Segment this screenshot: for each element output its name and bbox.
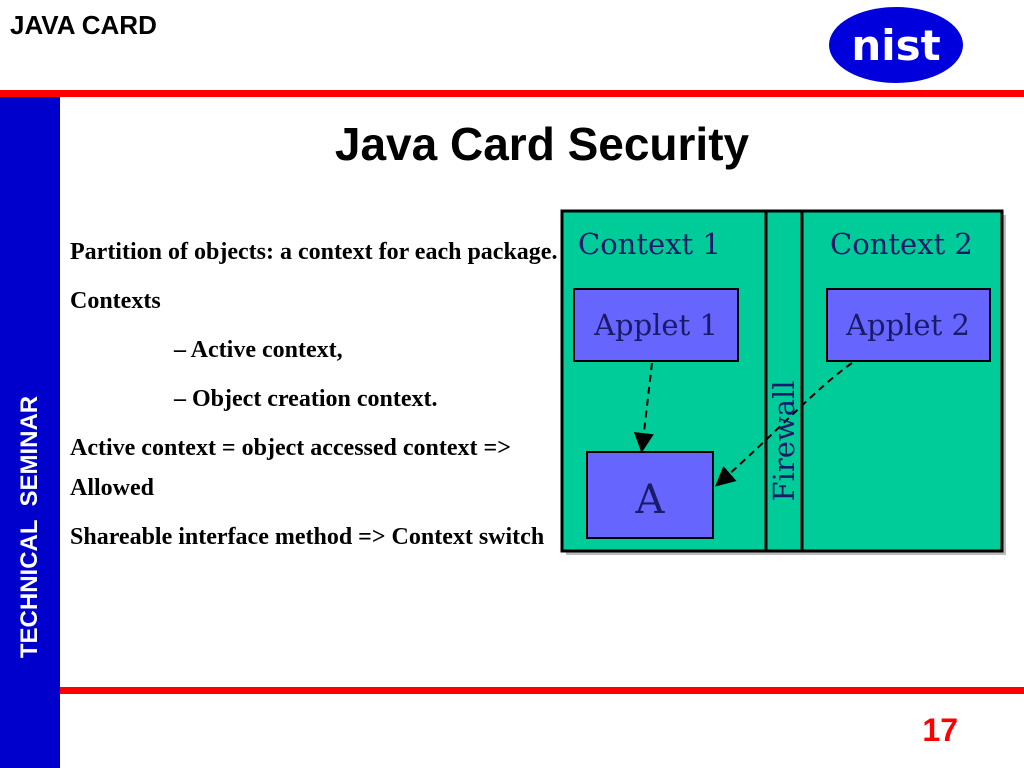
applet-1-box [573,288,739,362]
firewall-label: Firewall [767,380,801,501]
sidebar-label: TECHNICAL SEMINAR [16,395,43,659]
applet-2-box [826,288,991,362]
slide-body: Partition of objects: a context for each… [70,232,560,566]
object-a-box [586,451,714,539]
bullet-partition: Partition of objects: a context for each… [70,239,558,265]
context-1-label: Context 1 [578,227,721,261]
sub-bullet-object-creation-context: – Object creation context. [174,386,438,412]
logo-text: nist [851,21,940,70]
applet-1-label: Applet 1 [593,308,718,342]
bullet-contexts: Contexts [70,288,161,314]
context-2-label: Context 2 [830,227,973,261]
top-divider [0,90,1024,97]
presentation-title: JAVA CARD [10,10,157,40]
object-a-label: A [635,477,666,523]
arrow-applet1-to-a [633,362,654,453]
sub-bullet-active-context: – Active context, [174,337,343,363]
bullet-shareable-interface: Shareable interface method => Context sw… [70,524,545,550]
bullet-active-context-allowed: Active context = object accessed context… [70,435,511,501]
bottom-divider [60,687,1024,694]
applet-2-label: Applet 2 [845,308,970,342]
nist-logo: nist [829,7,963,83]
sidebar: TECHNICAL SEMINAR [0,97,60,768]
arrow-applet2-to-a [714,362,853,487]
page-number: 17 [922,712,958,748]
firewall-diagram: Context 1 Context 2 Applet 1 Applet 2 A … [560,209,1006,555]
slide-title: Java Card Security [334,118,750,170]
